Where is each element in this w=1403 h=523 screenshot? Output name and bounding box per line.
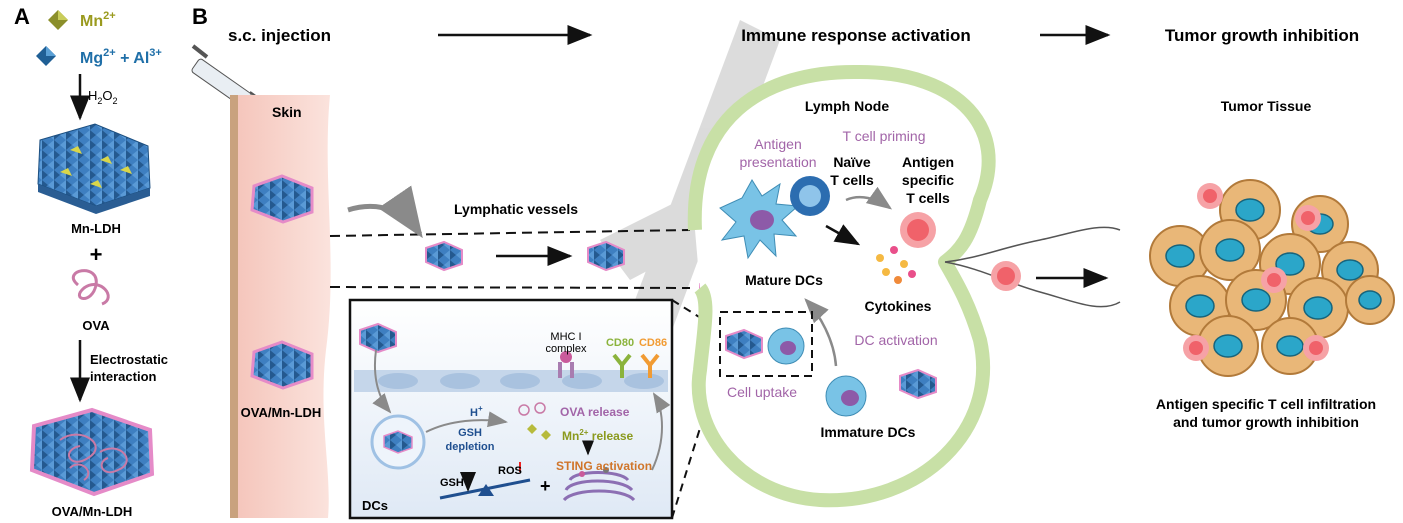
dc-inset-box <box>348 298 674 520</box>
mn-ldh-label: Mn-LDH <box>71 221 121 236</box>
mn-label: Mn2+ <box>80 10 116 30</box>
gsh-depletion-line1: GSH <box>458 427 482 439</box>
electrostatic-line2: interaction <box>90 369 157 384</box>
mhc-line2: complex <box>546 343 587 355</box>
mn-ion-icon <box>48 10 68 30</box>
mature-dc-icon <box>719 179 800 260</box>
panel-b-letter: B <box>192 4 208 29</box>
ova-mn-ldh-complex <box>29 407 155 497</box>
plus-sign: + <box>90 242 103 267</box>
exiting-t-cell-icon <box>991 261 1021 291</box>
inset-plus: + <box>540 476 551 496</box>
cd86-receptor-icon <box>640 353 660 378</box>
skin-nanoparticle-1 <box>250 174 314 224</box>
lymph-node-label: Lymph Node <box>805 98 889 114</box>
t-cell-priming-label: T cell priming <box>843 128 926 144</box>
ova-mn-ldh-label-a: OVA/Mn-LDH <box>52 504 133 519</box>
header-tumor: Tumor growth inhibition <box>1165 26 1359 45</box>
vessel-nanoparticle-1 <box>425 240 463 272</box>
infiltrating-t-cells <box>1183 183 1329 361</box>
mhc-line1: MHC I <box>550 331 581 343</box>
cd80-label: CD80 <box>606 337 634 349</box>
header-injection: s.c. injection <box>228 26 331 45</box>
cytokines-label: Cytokines <box>865 298 932 314</box>
naive-line2: T cells <box>830 172 874 188</box>
gsh-label: GSH <box>440 477 464 489</box>
naive-line1: Naïve <box>833 154 871 170</box>
cd86-label: CD86 <box>639 337 667 349</box>
lymphatic-vessel <box>329 229 691 289</box>
tumor-tissue-label: Tumor Tissue <box>1221 98 1312 114</box>
skin-layer <box>230 95 331 518</box>
antigen-presentation-line2: presentation <box>739 154 816 170</box>
mn-release-icon <box>527 424 551 440</box>
ova-protein-icon <box>71 269 110 306</box>
panel-a: A Mn2+ Mg2+ + Al3+ H2O2 Mn-LDH + OVA Ele… <box>14 4 168 519</box>
tumor-caption-line1: Antigen specific T cell infiltration <box>1156 396 1376 412</box>
cytokines-icon <box>876 246 916 284</box>
ova-label: OVA <box>82 318 110 333</box>
naive-t-cell-icon <box>790 176 830 216</box>
tumor-caption-line2: and tumor growth inhibition <box>1173 414 1359 430</box>
mhc-complex-icon <box>558 351 574 378</box>
lymphatic-vessels-label: Lymphatic vessels <box>454 201 578 217</box>
ag-specific-t-cell-icon <box>900 212 936 248</box>
tumor-tissue-cluster <box>1149 179 1395 377</box>
ova-mn-ldh-label-b: OVA/Mn-LDH <box>241 405 322 420</box>
immature-dc-icon <box>825 375 867 417</box>
skin-nanoparticle-2 <box>250 340 314 390</box>
ova-release-icon <box>518 402 546 416</box>
cell-uptake-label: Cell uptake <box>727 384 797 400</box>
cell-uptake-box <box>719 311 813 377</box>
ova-release-label: OVA release <box>560 405 630 419</box>
panel-a-letter: A <box>14 4 30 29</box>
panel-b: B s.c. injection Immune response activat… <box>191 4 1395 520</box>
cd80-receptor-icon <box>612 353 632 378</box>
h-plus-label: H+ <box>470 404 483 419</box>
mn-release-label: Mn2+ release <box>562 428 633 443</box>
header-immune: Immune response activation <box>741 26 971 45</box>
dcs-label: DCs <box>362 498 388 513</box>
immature-dcs-label: Immature DCs <box>821 424 916 440</box>
mn-ldh-nanosheet <box>37 123 151 214</box>
h2o2-label: H2O2 <box>88 88 118 106</box>
ros-label: ROS <box>498 465 522 477</box>
ag-specific-line2: specific <box>902 172 954 188</box>
mgal-label: Mg2+ + Al3+ <box>80 47 162 67</box>
ag-specific-line3: T cells <box>906 190 950 206</box>
ag-specific-line1: Antigen <box>902 154 954 170</box>
mgal-ion-icon <box>36 46 56 66</box>
lymph-nanoparticle-2 <box>899 368 937 400</box>
electrostatic-line1: Electrostatic <box>90 352 168 367</box>
mature-dcs-label: Mature DCs <box>745 272 823 288</box>
er-sting-icon <box>562 467 636 502</box>
antigen-presentation-line1: Antigen <box>754 136 801 152</box>
sting-activation-label: STING activation <box>556 459 652 473</box>
skin-label: Skin <box>272 104 302 120</box>
dc-activation-label: DC activation <box>854 332 937 348</box>
gsh-ros-balance <box>439 462 531 500</box>
gsh-depletion-line2: depletion <box>446 441 495 453</box>
vessel-nanoparticle-2 <box>587 240 625 272</box>
